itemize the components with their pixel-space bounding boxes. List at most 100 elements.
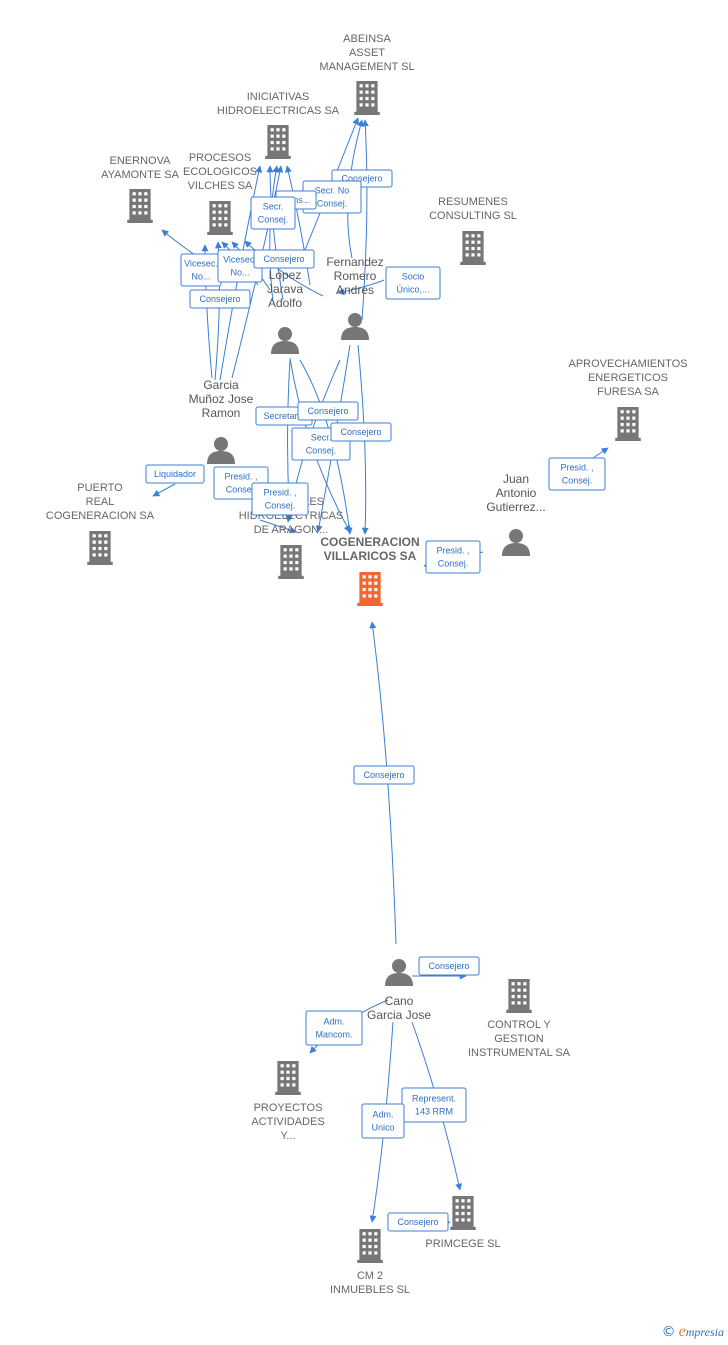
node-label-line: VILLARICOS SA [324, 549, 417, 563]
node-label-line: INICIATIVAS [247, 91, 310, 103]
relation-label-r6[interactable]: Vicesec.No... [217, 249, 263, 283]
relation-label-r13[interactable]: Consejero [330, 422, 392, 442]
relation-label-r18[interactable]: Presid. ,Consej. [425, 540, 481, 574]
relation-text: Consej. [317, 199, 348, 209]
edge-arrow [269, 165, 280, 303]
relation-text: Secr. [311, 433, 332, 443]
node-label-line: Y... [280, 1130, 295, 1142]
relation-text: Mancom. [315, 1030, 352, 1040]
node-label-line: COGENERACION [320, 535, 419, 549]
node-label-line: Romero [334, 269, 377, 283]
relation-text: Unico [371, 1123, 394, 1133]
relation-text: Presid. , [436, 546, 469, 556]
relation-text: Adm. [323, 1017, 344, 1027]
relation-box [253, 249, 315, 269]
person-icon [271, 327, 299, 354]
node-label-line: CONTROL Y [487, 1019, 551, 1031]
relation-label-r23[interactable]: Adm. Unico [361, 1103, 405, 1139]
relation-text: Consejero [307, 406, 348, 416]
relation-label-r19[interactable]: Consejero [353, 765, 415, 785]
edge-arrow [285, 165, 311, 286]
relation-label-r17[interactable]: Presid. ,Consej. [548, 457, 606, 491]
relation-text: Consejero [340, 427, 381, 437]
relation-box [353, 765, 415, 785]
node-label-line: ASSET [349, 47, 385, 59]
node-label-line: ABEINSA [343, 33, 391, 45]
node-enernova[interactable]: ENERNOVA AYAMONTE SA [101, 155, 180, 223]
node-proyectos[interactable]: PROYECTOSACTIVIDADESY... [251, 1061, 325, 1142]
relation-box [251, 482, 309, 516]
node-primcege[interactable]: PRIMCEGE SL [425, 1196, 501, 1250]
node-label-line: Ramon [202, 406, 241, 420]
node-iniciativas[interactable]: INICIATIVAS HIDROELECTRICAS SA [217, 91, 340, 159]
relation-label-r24[interactable]: Consejero [387, 1212, 449, 1232]
relation-label-r14[interactable]: Liquidador [145, 464, 205, 484]
relation-label-r5[interactable]: Vicesec.No... [180, 253, 222, 287]
relation-text: Adm. [372, 1110, 393, 1120]
edge-arrow [357, 344, 369, 535]
node-juan[interactable]: JuanAntonioGutierrez... [486, 472, 546, 556]
node-label-line: MANAGEMENT SL [319, 61, 414, 73]
relation-label-r11[interactable]: Consejero [297, 401, 359, 421]
relation-text: Consej. [258, 215, 289, 225]
relation-text: Consejero [397, 1217, 438, 1227]
relation-label-r7[interactable]: Consejero [253, 249, 315, 269]
relation-text: Consej. [265, 501, 296, 511]
building-icon [127, 189, 153, 223]
node-label-line: Lopez [269, 268, 302, 282]
relation-label-r16[interactable]: Presid. ,Consej. [251, 482, 309, 516]
node-label-line: ENERNOVA [110, 155, 172, 167]
relation-text: Presid. , [224, 472, 257, 482]
edge-arrow [152, 483, 176, 497]
relation-text: Secr. No [315, 186, 350, 196]
node-label-line: FURESA SA [597, 386, 659, 398]
relation-label-r21[interactable]: Adm. Mancom. [305, 1010, 363, 1046]
edge-arrow [361, 119, 369, 321]
brand-footer: © empresia [662, 1323, 724, 1341]
building-icon [275, 1061, 301, 1095]
relation-text: Socio [402, 272, 425, 282]
relation-label-r4[interactable]: Secr.Consej. [250, 196, 296, 230]
node-label-line: APROVECHAMIENTOS [569, 358, 688, 370]
relation-box [250, 196, 296, 230]
node-label-line: ECOLOGICOS [183, 166, 257, 178]
node-label-line: HIDROELECTRICAS SA [217, 105, 340, 117]
main-company-icon [357, 572, 383, 606]
building-icon [615, 407, 641, 441]
relation-text: Único,... [396, 285, 429, 295]
node-label-line: Gutierrez... [486, 500, 545, 514]
relation-text: Liquidador [154, 469, 196, 479]
node-label-line: CM 2 [357, 1270, 383, 1282]
relation-text: Consej. [306, 446, 337, 456]
person-icon [385, 959, 413, 986]
relation-label-r22[interactable]: Represent.143 RRM [401, 1087, 467, 1123]
node-label-line: ACTIVIDADES [251, 1116, 324, 1128]
node-abeinsa[interactable]: ABEINSA ASSET MANAGEMENT SL [319, 33, 415, 115]
relation-text: Represent. [412, 1094, 456, 1104]
relation-text: Secretario [263, 411, 304, 421]
relation-label-r8[interactable]: Consejero [189, 289, 251, 309]
relation-box [189, 289, 251, 309]
nodes-layer: ABEINSA ASSET MANAGEMENT SL INICIATIVAS HIDR… [46, 33, 688, 1296]
relation-text: Vicesec. [184, 259, 218, 269]
relation-label-r20[interactable]: Consejero [418, 956, 480, 976]
node-label-line: AYAMONTE SA [101, 169, 179, 181]
relation-box [418, 956, 480, 976]
building-icon [506, 979, 532, 1013]
relation-box [425, 540, 481, 574]
node-label-line: COGENERACION SA [46, 510, 155, 522]
relation-label-r9[interactable]: SocioÚnico,... [385, 266, 441, 300]
building-icon [278, 545, 304, 579]
